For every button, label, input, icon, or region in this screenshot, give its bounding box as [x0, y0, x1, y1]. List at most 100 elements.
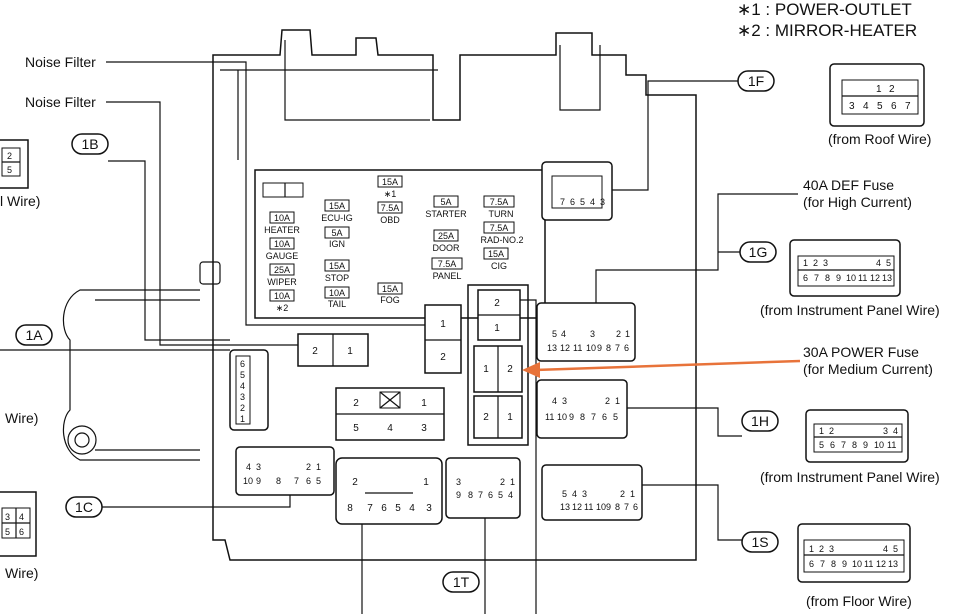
callout-1g: 1G [739, 241, 777, 263]
pin: 7 [814, 273, 819, 283]
fuse-amp: 15A [329, 261, 345, 271]
fuse-label: ECU-IG [321, 213, 353, 223]
pin: 3 [5, 512, 10, 522]
pin: 11 [887, 440, 896, 450]
pin: 4 [590, 197, 595, 207]
pin: 12 [870, 273, 880, 283]
pin: 3 [600, 197, 605, 207]
fuse-turn: 7.5A TURN [483, 195, 515, 219]
pin: 3 [456, 477, 461, 487]
callout-label: 1B [81, 136, 98, 152]
pin: 4 [876, 258, 881, 268]
pin: 1 [316, 462, 321, 472]
fuse-amp: 10A [274, 213, 290, 223]
pin: 2 [7, 151, 12, 161]
pin: 5 [5, 527, 10, 537]
callout-label: 1F [748, 73, 764, 89]
relay-pin: 1 [483, 364, 489, 375]
fuse-label: TURN [489, 209, 514, 219]
pin: 11 [584, 502, 593, 512]
pin: 7 [820, 559, 825, 569]
fuse-label: STARTER [425, 209, 467, 219]
pin: 10 [846, 273, 856, 283]
pin: 10 [874, 440, 884, 450]
fuse-panel-fuse: 7.5A PANEL [431, 257, 463, 281]
callout-label: 1G [749, 244, 768, 260]
pin: 4 [883, 544, 888, 554]
pin: 2 [616, 329, 621, 339]
callout-1a: 1A [15, 324, 53, 346]
pin: 3 [829, 544, 834, 554]
pin: 2 [500, 477, 505, 487]
connector-left-bottom: 3 4 5 6 [0, 491, 37, 557]
fuse-label: PANEL [433, 271, 462, 281]
pin: 4 [552, 396, 557, 406]
pin: 5 [877, 101, 883, 112]
fuse-amp: 15A [382, 177, 398, 187]
pin: 8 [276, 476, 281, 486]
from-roof-wire-label: (from Roof Wire) [828, 131, 931, 147]
noise-filter-label-2: Noise Filter [25, 94, 96, 110]
pin: 10 [596, 502, 606, 512]
callout-1b: 1B [71, 133, 109, 155]
pin: 6 [633, 502, 638, 512]
fuse-label: OBD [380, 215, 400, 225]
pin: 1 [423, 477, 429, 488]
fuse-label: DOOR [433, 243, 461, 253]
pin: 6 [306, 476, 311, 486]
pin: 5 [395, 503, 401, 514]
pin: 2 [620, 489, 625, 499]
pin: 3 [590, 329, 595, 339]
pin: 4 [572, 489, 577, 499]
fuse-label: FOG [380, 295, 400, 305]
pin: 8 [580, 412, 585, 422]
connector-roof-wire: 1 2 3 4 5 6 7 [829, 63, 925, 127]
fuse-label: ∗1 [384, 189, 397, 199]
pin: 3 [823, 258, 828, 268]
relay-small-1: 1 2 [424, 304, 462, 374]
pin: 1 [809, 544, 814, 554]
pin: 7 [841, 440, 846, 450]
pin: 6 [488, 490, 493, 500]
callout-label: 1A [25, 327, 43, 343]
fuse-amp: 7.5A [438, 259, 457, 269]
pin: 8 [852, 440, 857, 450]
noise-filter-label-1: Noise Filter [25, 54, 96, 70]
relay-pin: 4 [387, 423, 393, 434]
pin: 6 [240, 359, 245, 369]
power-fuse-label: 30A POWER Fuse [803, 344, 919, 360]
pin: 4 [246, 462, 251, 472]
fuse-amp: 7.5A [381, 203, 400, 213]
relay-small-3: 2 1 [473, 395, 523, 439]
connector-floor-wire: 1 2 3 4 5 6 7 8 9 10 11 12 13 [797, 523, 911, 583]
fuse-door: 25A DOOR [433, 229, 461, 253]
pin: 3 [582, 489, 587, 499]
fuse-wiper: 25A WIPER [267, 263, 297, 287]
relay-pin: 5 [353, 423, 359, 434]
pin: 2 [829, 426, 834, 436]
relay-large: 2 1 5 4 3 [335, 387, 445, 441]
callout-1s: 1S [741, 531, 779, 553]
fuse-amp: 15A [329, 201, 345, 211]
connector-large-bottom: 2 1 8 7 6 5 4 3 [335, 457, 443, 525]
pin: 12 [560, 343, 570, 353]
fuse-label: CIG [491, 261, 507, 271]
power-fuse-arrow [522, 359, 801, 378]
legend-note-2: ∗2 : MIRROR-HEATER [737, 21, 917, 40]
pin: 12 [876, 559, 886, 569]
fuse-ecu-ig: 15A ECU-IG [321, 199, 353, 223]
relay-pin: 1 [421, 398, 427, 409]
pin: 7 [367, 503, 373, 514]
relay-pin: 1 [347, 346, 353, 357]
pin: 7 [478, 490, 483, 500]
pin: 10 [852, 559, 862, 569]
relay-pin: 1 [507, 412, 513, 423]
pin: 5 [613, 412, 618, 422]
def-fuse-sublabel: (for High Current) [803, 194, 912, 210]
pin: 3 [849, 101, 855, 112]
pin: 4 [893, 426, 898, 436]
fuse-amp: 7.5A [490, 197, 509, 207]
pin: 9 [456, 490, 461, 500]
callout-label: 1T [453, 574, 470, 590]
callout-1c: 1C [65, 496, 103, 518]
